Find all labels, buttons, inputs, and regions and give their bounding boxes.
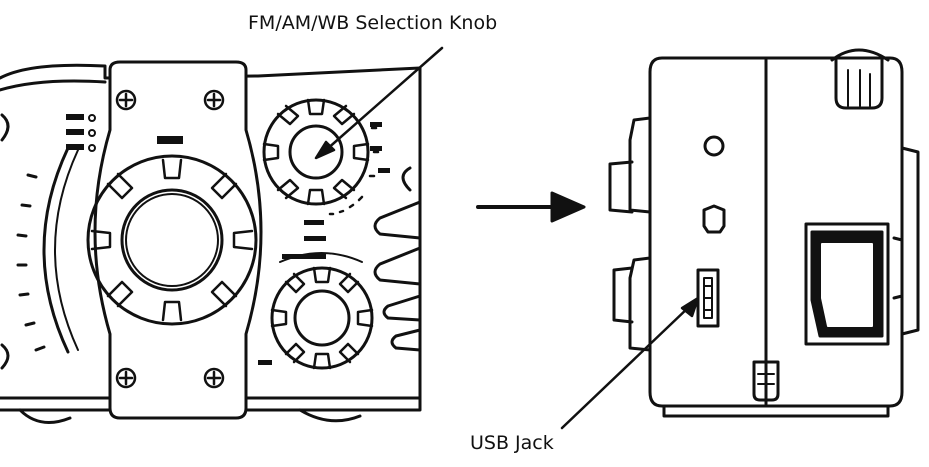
front-bracket <box>93 60 263 420</box>
side-body-outline <box>648 56 904 408</box>
top-handle-cap <box>830 48 890 62</box>
leader-line-knob <box>324 46 444 152</box>
top-handle <box>834 58 884 110</box>
side-bumper-top <box>628 116 652 214</box>
bottom-foot-left <box>18 408 72 424</box>
frequency-scale-ticks <box>16 173 46 352</box>
screw-icon <box>115 89 137 111</box>
leader-line-usb <box>560 304 692 430</box>
arrow-right-icon <box>476 191 586 223</box>
side-bumper-top-inner <box>608 160 634 214</box>
screw-icon <box>203 89 225 111</box>
top-handle-inner <box>847 69 871 107</box>
left-side-hole-2 <box>0 343 10 370</box>
radio-body-top-edge <box>0 79 107 92</box>
radio-side-view <box>608 48 920 418</box>
side-bumper-bottom <box>628 256 652 352</box>
strap-clip <box>752 338 780 402</box>
headphone-jack-icon <box>703 135 725 157</box>
leader-arrowhead-knob <box>314 140 336 160</box>
left-side-hole <box>0 113 10 142</box>
screw-icon <box>115 367 137 389</box>
usb-jack-label: USB Jack <box>470 432 554 454</box>
indicator-lights <box>88 114 96 152</box>
tune-knob <box>86 154 258 326</box>
side-bumper-bottom-inner <box>612 266 634 324</box>
screw-icon <box>203 367 225 389</box>
dc-port-icon <box>702 204 726 234</box>
volume-knob <box>270 266 374 370</box>
bottom-foot-right <box>298 408 362 423</box>
side-bumper-right <box>900 146 920 336</box>
side-bumper-right-inner <box>892 236 904 300</box>
battery-door <box>804 222 890 346</box>
leader-arrowhead-usb <box>680 296 700 318</box>
side-body-base <box>662 404 890 418</box>
battery-door-highlight <box>821 243 873 327</box>
tune-knob-grips <box>90 158 254 322</box>
radio-body-outline <box>0 63 422 412</box>
frequency-scale-arc-inner <box>54 149 79 351</box>
selection-knob-label: FM/AM/WB Selection Knob <box>248 12 498 34</box>
selection-dots <box>328 126 380 216</box>
selection-knob <box>262 98 370 206</box>
tiny-markings <box>66 114 390 365</box>
speaker-grille <box>373 166 422 352</box>
frequency-scale-arc <box>42 146 70 354</box>
radio-front-view <box>0 60 422 424</box>
usb-port-icon <box>696 268 720 328</box>
leader-lines <box>314 46 700 430</box>
